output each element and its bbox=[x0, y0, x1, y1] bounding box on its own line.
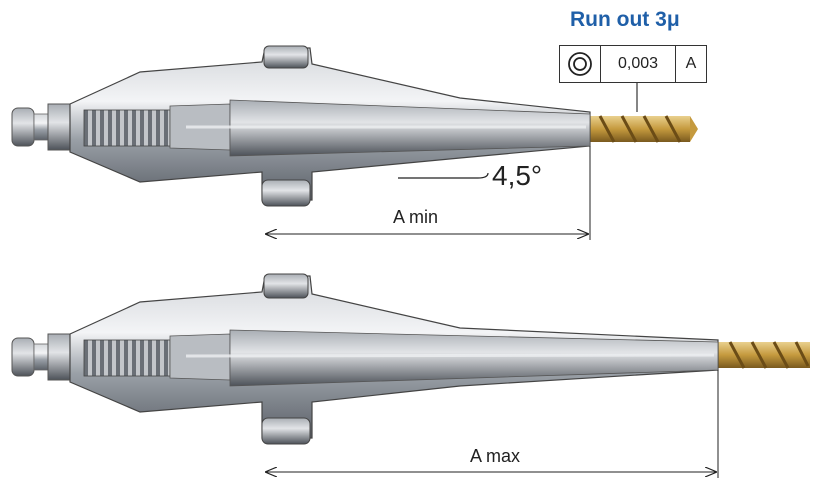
concentricity-icon bbox=[560, 46, 601, 82]
dimension-a-min bbox=[266, 146, 591, 240]
angle-leader bbox=[398, 172, 489, 179]
dimension-a-max bbox=[266, 370, 719, 478]
datum-reference: A bbox=[685, 55, 697, 72]
feature-control-frame: 0,003 A bbox=[559, 45, 707, 83]
runout-title: Run out 3μ bbox=[570, 8, 680, 31]
tolerance-value: 0,003 bbox=[601, 46, 676, 82]
drill-bit-bottom bbox=[718, 341, 810, 369]
a-min-label: A min bbox=[393, 207, 439, 227]
drill-bit-top bbox=[586, 115, 698, 143]
holder-top bbox=[11, 45, 698, 207]
taper-angle-label: 4,5° bbox=[492, 160, 543, 191]
holder-bottom bbox=[11, 273, 810, 445]
a-max-label: A max bbox=[470, 446, 521, 466]
